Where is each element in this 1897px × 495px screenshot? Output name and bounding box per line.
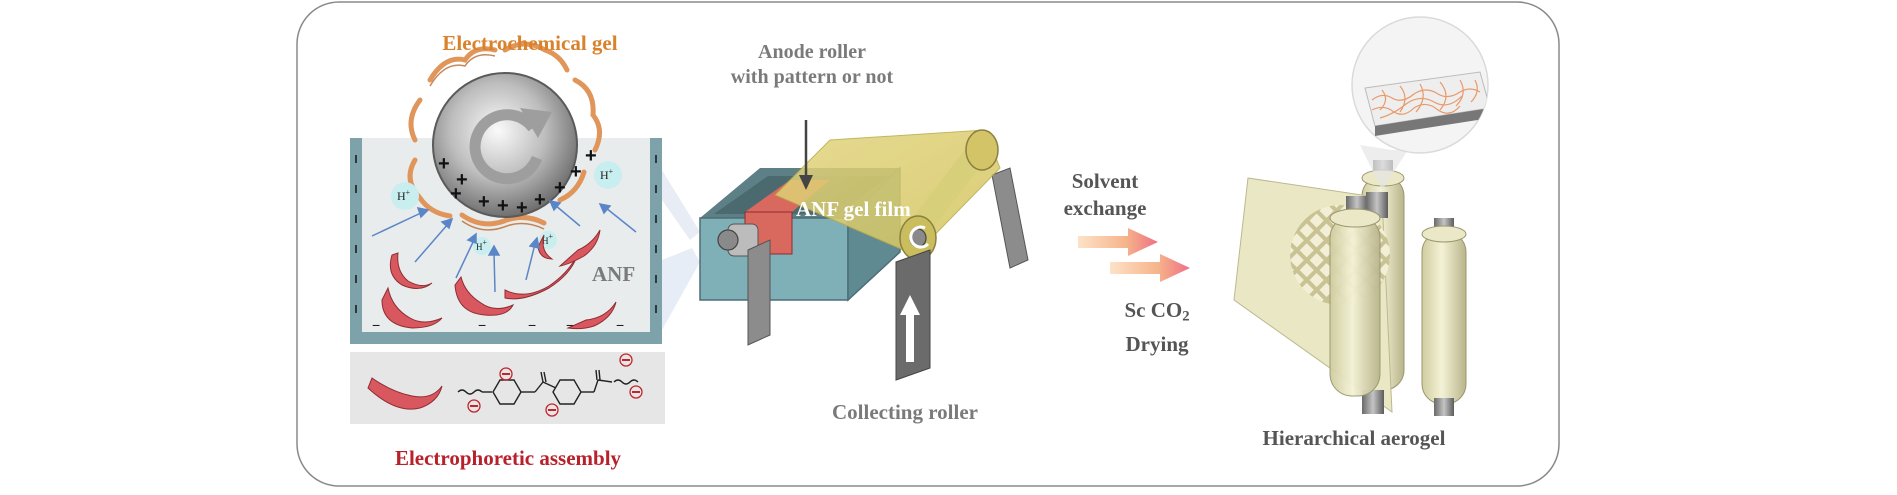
electrochemical-gel-strands: [407, 41, 602, 227]
label-collecting-roller: Collecting roller: [832, 400, 978, 424]
anode-roller: [432, 72, 578, 218]
minus-sign: −: [478, 317, 486, 333]
label-anf: ANF: [592, 262, 636, 286]
anf-fiber-icon: [367, 377, 443, 410]
rotation-icon-small: [909, 225, 930, 249]
label-electrochemical-gel: Electrochemical gel: [442, 31, 618, 55]
up-arrow-icon: [900, 295, 920, 362]
plus-sign: +: [456, 169, 468, 191]
label-anode-roller-line1: Anode roller: [758, 41, 866, 63]
projection-lines: [662, 170, 700, 330]
label-sc-co2: Sc CO2: [1124, 298, 1190, 325]
plus-sign: +: [585, 145, 597, 167]
label-anode-roller-line2: with pattern or not: [730, 66, 894, 88]
h-plus-label: H+: [476, 238, 488, 252]
plus-sign: +: [478, 191, 490, 213]
label-solvent-exchange: Solvent exchange: [1064, 168, 1147, 222]
collecting-roller-leg: [895, 249, 931, 381]
label-anf-gel-film: ANF gel film: [796, 197, 911, 221]
anf-fibers: [381, 229, 617, 330]
label-anode-roller: Anode roller with pattern or not: [731, 40, 893, 90]
anode-pointer-arrow: [799, 120, 813, 190]
plus-sign: +: [554, 177, 566, 199]
label-sc-co2-drying: Sc CO2 Drying: [1124, 297, 1189, 358]
label-hierarchical-aerogel: Hierarchical aerogel: [1262, 426, 1446, 450]
label-solvent-line2: exchange: [1063, 196, 1147, 220]
process-arrow-icon: [1078, 228, 1190, 282]
h-plus-label: H+: [397, 188, 411, 203]
minus-sign: −: [372, 317, 380, 333]
label-drying: Drying: [1125, 331, 1189, 356]
plus-sign: +: [438, 153, 450, 175]
minus-sign: −: [616, 317, 624, 333]
proton-bubbles: [391, 161, 622, 255]
plus-sign: +: [534, 189, 546, 211]
plus-sign: +: [516, 197, 528, 219]
positive-charges: ++++++++++: [438, 145, 597, 219]
label-solvent-line1: Solvent: [1071, 169, 1139, 193]
plus-sign: +: [450, 183, 462, 205]
aerogel-assembly: [1233, 160, 1467, 416]
h-plus-label: H+: [542, 232, 554, 246]
rotation-icon: [469, 108, 552, 185]
collecting-roller: [899, 129, 999, 261]
molecule-panel: [350, 352, 665, 424]
magnified-inset: [1351, 16, 1489, 190]
plus-sign: +: [570, 161, 582, 183]
tray-legs: [747, 167, 1029, 346]
plus-sign: +: [497, 195, 509, 217]
minus-sign: −: [566, 317, 574, 333]
minus-sign: −: [528, 317, 536, 333]
h-plus-label: H+: [600, 167, 614, 182]
label-electrophoretic-assembly: Electrophoretic assembly: [394, 446, 622, 470]
migration-arrows: [371, 199, 637, 293]
